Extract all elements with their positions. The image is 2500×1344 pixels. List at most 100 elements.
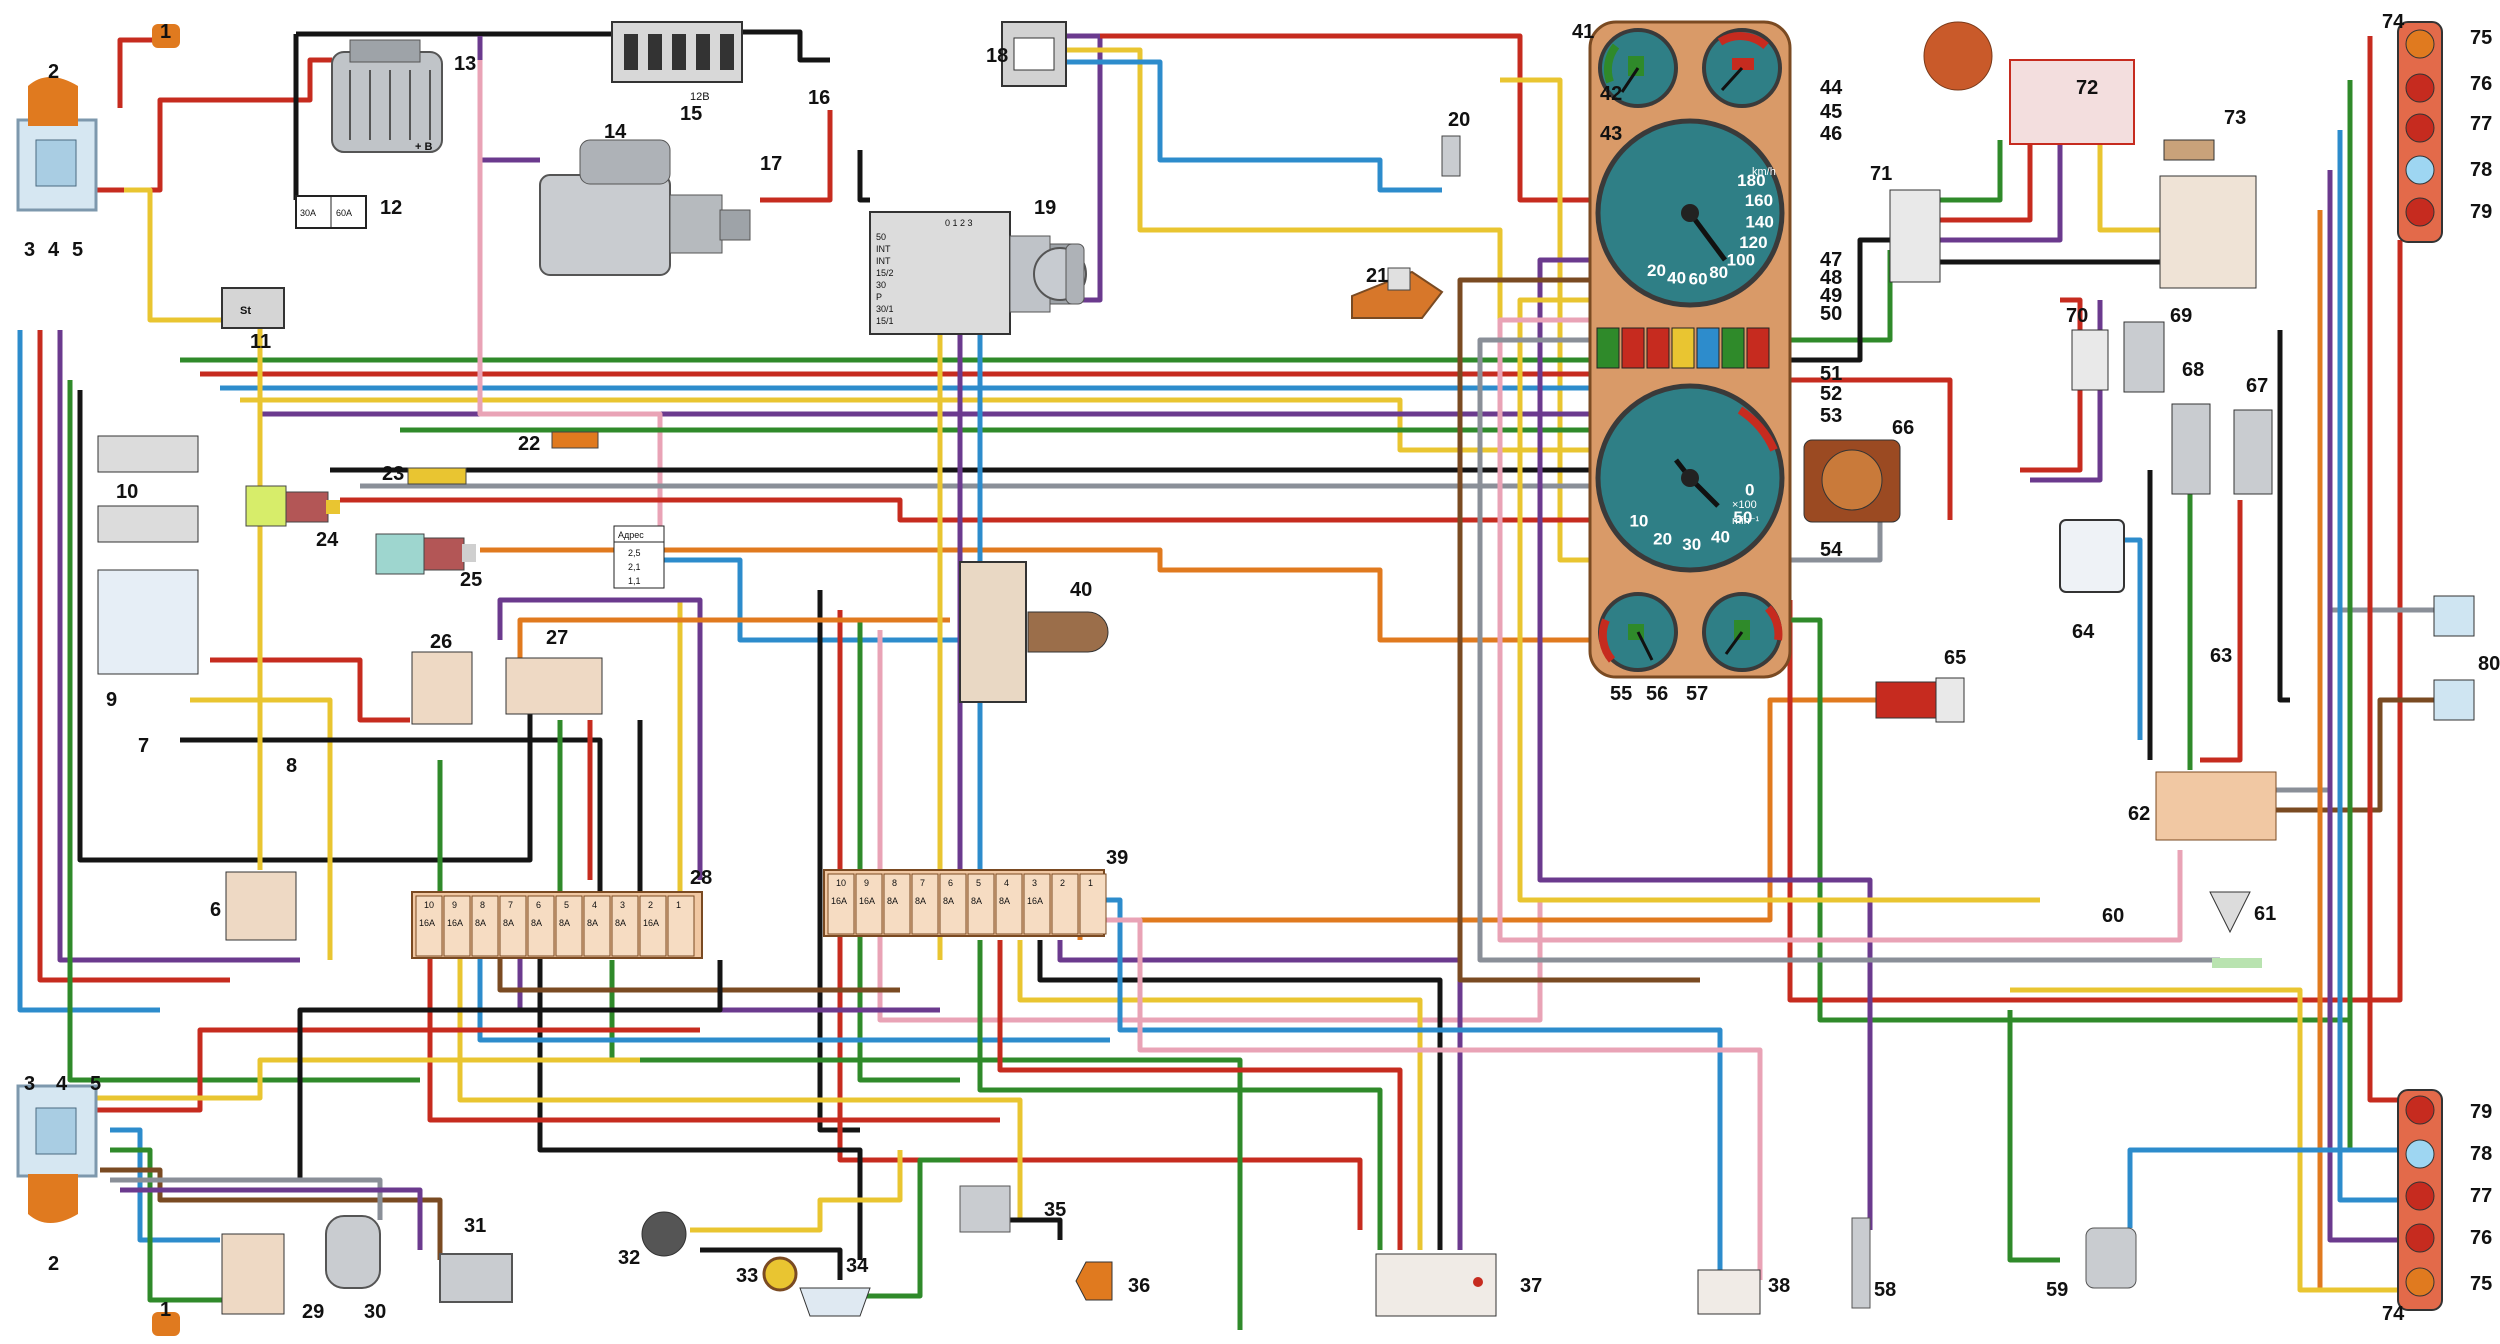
switch-38 xyxy=(1697,1269,1761,1315)
callout-70: 70 xyxy=(2066,305,2088,327)
fuse-slot xyxy=(471,895,499,957)
callout-31: 31 xyxy=(464,1215,486,1237)
fuse-number: 4 xyxy=(592,900,597,910)
dial-tick-label: 30 xyxy=(1682,535,1701,554)
relay-27 xyxy=(505,657,603,715)
fuse-number: 8 xyxy=(480,900,485,910)
callout-75: 75 xyxy=(2470,1273,2492,1295)
distributor-30 xyxy=(325,1215,381,1289)
sensor-58 xyxy=(1851,1217,1871,1309)
callout-55: 55 xyxy=(1610,683,1632,705)
fuse-number: 10 xyxy=(424,900,434,910)
heater-switch-66 xyxy=(1803,439,1901,523)
callout-16: 16 xyxy=(808,87,830,109)
red-wire xyxy=(210,657,410,723)
purple-wire xyxy=(1057,940,1463,1250)
fuse-slot xyxy=(995,873,1023,935)
green-wire xyxy=(860,1157,960,1299)
green-wire xyxy=(1790,617,2350,1023)
oil-pressure-gauge xyxy=(1598,592,1678,672)
callout-38: 38 xyxy=(1768,1275,1790,1297)
ignition-terminal-label: P xyxy=(876,292,882,302)
callout-52: 52 xyxy=(1820,383,1842,405)
callout-74: 74 xyxy=(2382,11,2405,33)
yellow-wire xyxy=(457,958,1023,1220)
fuse-slot xyxy=(911,873,939,935)
sender-23 xyxy=(407,467,467,485)
callout-48: 48 xyxy=(1820,267,1842,289)
fuel-gauge xyxy=(1598,28,1678,108)
callout-2: 2 xyxy=(48,61,59,83)
blue-wire xyxy=(17,330,160,1013)
callout-1: 1 xyxy=(160,21,171,43)
callout-29: 29 xyxy=(302,1301,324,1323)
callout-62: 62 xyxy=(2128,803,2150,825)
yellow-wire xyxy=(1066,47,1503,440)
washer-reservoir xyxy=(1351,267,1444,319)
fuse-rating: 8A xyxy=(887,896,898,906)
orange-wire xyxy=(517,617,950,660)
fuse-rating: 8A xyxy=(475,918,486,928)
battery-voltmeter-gauge xyxy=(1702,28,1782,108)
pink-wire xyxy=(1104,917,1763,1280)
callout-36: 36 xyxy=(1128,1275,1150,1297)
fuse-number: 7 xyxy=(920,878,925,888)
fuse-number: 6 xyxy=(948,878,953,888)
callout-61: 61 xyxy=(2254,903,2276,925)
callout-58: 58 xyxy=(1874,1279,1896,1301)
switch-73 xyxy=(2159,139,2257,289)
relay-6 xyxy=(225,871,297,941)
callout-21: 21 xyxy=(1366,265,1388,287)
purple-wire xyxy=(517,958,940,1013)
callout-46: 46 xyxy=(1820,123,1842,145)
blue-wire xyxy=(660,557,960,643)
fuse-slot xyxy=(1051,873,1079,935)
green-wire xyxy=(110,1147,222,1303)
coil-31 xyxy=(439,1253,513,1303)
fuse-rating: 16A xyxy=(859,896,875,906)
fuse-rating: 16A xyxy=(643,918,659,928)
fuse-30a-label: 30A xyxy=(300,208,316,218)
callout-75: 75 xyxy=(2470,27,2492,49)
address-table: Адрес 2,5 2,1 1,1 xyxy=(613,525,665,589)
tail-lamp-block-bottom xyxy=(2397,1089,2443,1311)
pink-wire xyxy=(477,60,663,540)
sensor-64 xyxy=(2059,519,2125,593)
callout-65: 65 xyxy=(1944,647,1966,669)
black-wire xyxy=(293,31,612,200)
callout-73: 73 xyxy=(2224,107,2246,129)
blue-wire xyxy=(110,1127,220,1243)
callout-35: 35 xyxy=(1044,1199,1066,1221)
address-row-2: 2,1 xyxy=(628,562,641,572)
lamp-36 xyxy=(1075,1261,1113,1301)
red-wire xyxy=(760,110,833,203)
fuse-rating: 8A xyxy=(503,918,514,928)
callout-25: 25 xyxy=(460,569,482,591)
ignition-terminal-label: 30 xyxy=(876,280,886,290)
fuse-number: 9 xyxy=(864,878,869,888)
battery-voltage-label: 12В xyxy=(690,91,710,103)
fuse-60a-label: 60A xyxy=(336,208,352,218)
fuse-slot xyxy=(527,895,555,957)
black-wire xyxy=(1010,1217,1063,1240)
blue-wire xyxy=(2124,537,2143,740)
callout-32: 32 xyxy=(618,1247,640,1269)
callout-4: 4 xyxy=(56,1073,68,1095)
dial-tick-label: 120 xyxy=(1739,233,1767,252)
callout-42: 42 xyxy=(1600,83,1622,105)
generator-terminal-b: + B xyxy=(415,141,432,153)
red-wire xyxy=(1100,33,1590,203)
callout-6: 6 xyxy=(210,899,221,921)
starter-relay: St xyxy=(221,287,285,329)
fuse-rating: 16A xyxy=(1027,896,1043,906)
rpm-unit-label: ×100 xyxy=(1732,499,1757,511)
callout-5: 5 xyxy=(72,239,83,261)
callout-24: 24 xyxy=(316,529,339,551)
fuse-number: 2 xyxy=(1060,878,1065,888)
callout-78: 78 xyxy=(2470,159,2492,181)
oil-pressure-sensor-25 xyxy=(375,533,476,575)
fuse-rating: 8A xyxy=(587,918,598,928)
